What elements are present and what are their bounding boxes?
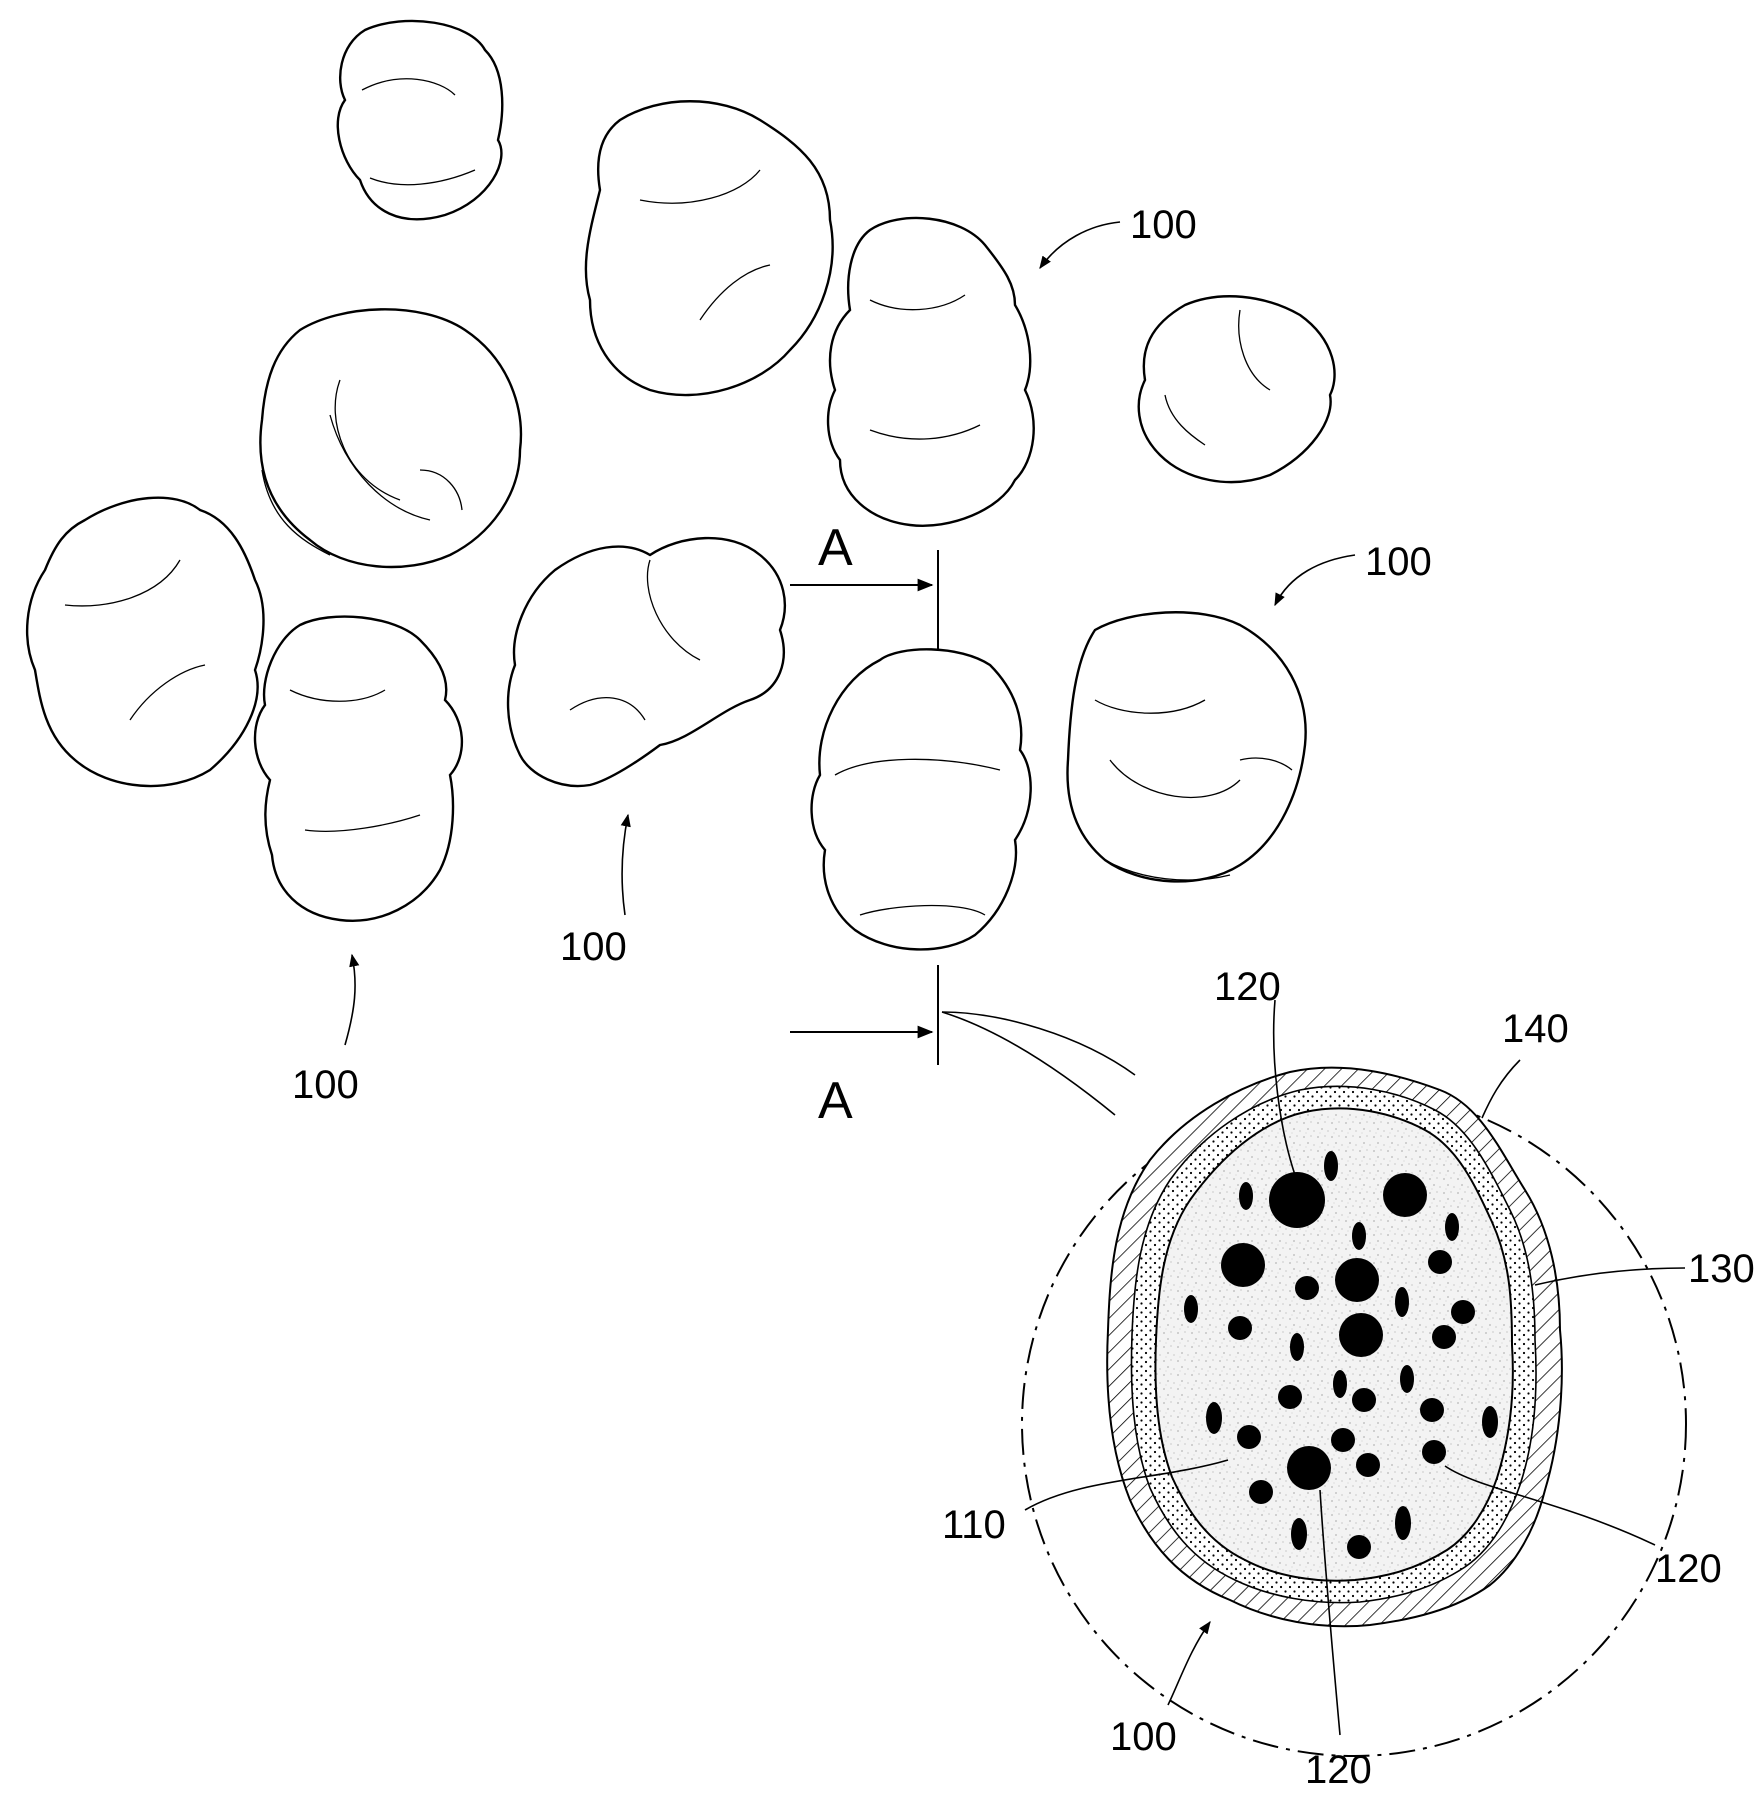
ref-label-pore-right: 120 <box>1655 1547 1722 1591</box>
particle-round-left <box>259 308 523 569</box>
cross-section-detail <box>1021 1066 1687 1757</box>
ref-label-particle-section: 100 <box>1110 1715 1177 1759</box>
ref-label-particle-d: 100 <box>292 1063 359 1107</box>
ref-arrow-particle-e: 100 <box>0 0 67 9</box>
magnifier-circle <box>1021 1091 1687 1757</box>
particle-small-top <box>336 19 504 221</box>
ref-label-outer-layer: 140 <box>1502 1007 1569 1051</box>
ref-arrow-particle-section: 100 <box>1110 1620 1211 1759</box>
particle-peanut-center <box>506 536 787 788</box>
particle-tall-center <box>826 216 1035 527</box>
particle-large-left <box>26 496 265 788</box>
particle-large-top-center <box>584 100 834 397</box>
leader-pore-right: 120 <box>1444 1465 1722 1591</box>
ref-label-particle-c: 100 <box>560 925 627 969</box>
leader-core: 110 <box>942 1459 1229 1547</box>
ref-arrow-particle-d: 100 <box>292 953 360 1107</box>
ref-arrow-particle-a: 100 <box>1039 203 1197 270</box>
ref-label-particle-a: 100 <box>1130 203 1197 247</box>
section-line-a: A A <box>790 519 1136 1130</box>
ref-label-core: 110 <box>942 1503 1006 1547</box>
section-letter-top: A <box>818 519 853 577</box>
leader-middle-layer: 130 <box>1534 1247 1755 1291</box>
ref-arrow-particle-c: 100 <box>560 813 631 969</box>
leader-pore-bottom: 120 <box>1305 1489 1372 1792</box>
leader-pore-top: 120 <box>1214 965 1296 1176</box>
particle-tall-left <box>253 615 463 922</box>
core-110 <box>1154 1107 1514 1582</box>
ref-arrow-particle-b: 100 <box>1274 540 1432 607</box>
ref-label-pore-top: 120 <box>1214 965 1281 1009</box>
ref-label-middle-layer: 130 <box>1688 1247 1755 1291</box>
pores-120 <box>1184 1151 1498 1559</box>
particle-right-top <box>1137 295 1336 484</box>
leader-outer-layer: 140 <box>1481 1007 1569 1119</box>
ref-label-pore-bottom: 120 <box>1305 1748 1372 1792</box>
particle-sectioned <box>810 648 1032 951</box>
section-letter-bottom: A <box>818 1072 853 1130</box>
ref-label-particle-b: 100 <box>1365 540 1432 584</box>
particle-round-right <box>1066 611 1307 883</box>
